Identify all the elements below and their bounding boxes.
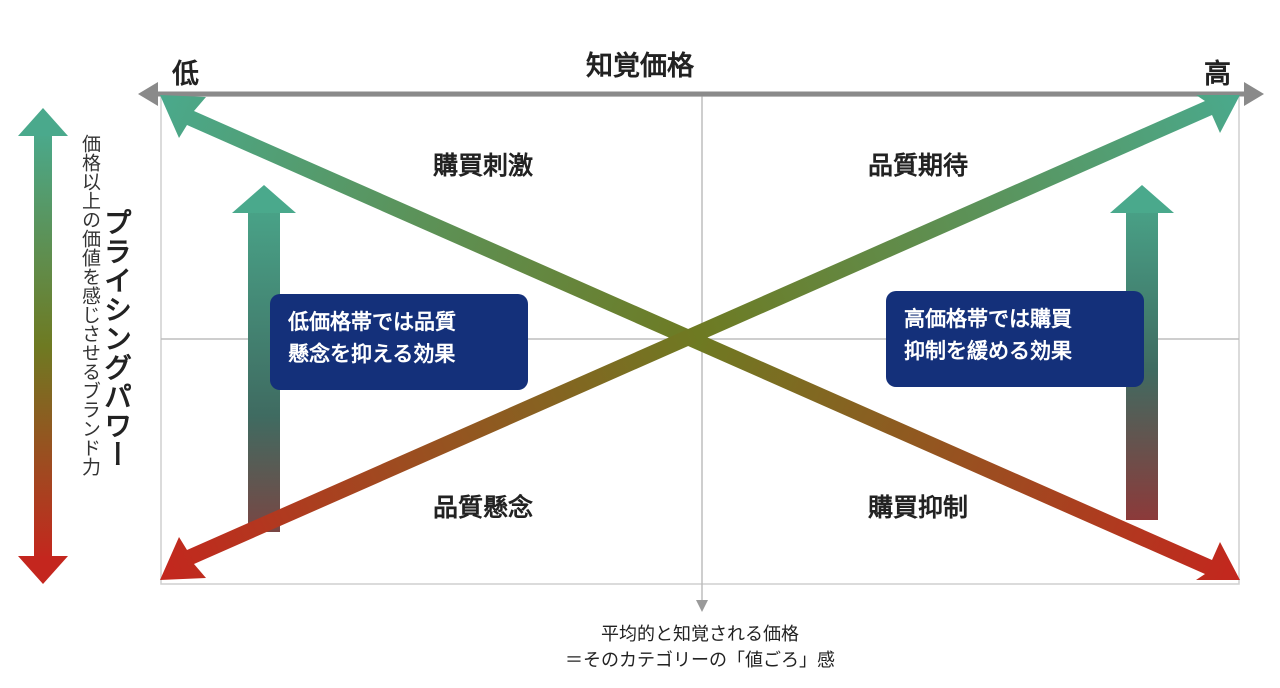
price-axis-title: 知覚価格 [586,51,694,82]
left-callout-box: 低価格帯では品質 懸念を抑える効果 [270,294,528,390]
left-callout-line-2: 懸念を抑える効果 [288,342,456,366]
footnote-line-1: 平均的と知覚される価格 [601,624,799,645]
right-up-arrow-head [1110,185,1174,213]
quadrant-bottom-right-label: 購買抑制 [867,493,969,522]
price-axis-low-label: 低 [172,59,199,90]
pricing-power-description: 価格以上の価値を感じさせるブランド力 [79,134,101,476]
price-axis-high-label: 高 [1204,59,1231,90]
quadrant-top-left-label: 購買刺激 [432,151,534,180]
footnote-line-2: ＝そのカテゴリーの「値ごろ」感 [565,650,835,671]
price-axis-left-head [138,82,158,106]
right-callout-box: 高価格帯では購買 抑制を緩める効果 [886,291,1144,387]
price-axis-right-head [1244,82,1264,106]
pricing-power-arrow-shaft [34,132,52,560]
quadrant-bottom-left-label: 品質懸念 [432,493,534,522]
pricing-power-arrow-up-head [18,108,68,136]
pricing-power-arrow-down-head [18,556,68,584]
left-callout-line-1: 低価格帯では品質 [288,310,456,334]
diagonal-arrow-up [160,95,1240,580]
right-callout-line-1: 高価格帯では購買 [904,307,1072,331]
center-arrow-head [696,600,708,612]
left-up-arrow-head [232,185,296,213]
pricing-power-label: プライシングパワー [100,208,133,469]
right-callout-line-2: 抑制を緩める効果 [904,339,1072,363]
quadrant-top-right-label: 品質期待 [867,151,969,180]
